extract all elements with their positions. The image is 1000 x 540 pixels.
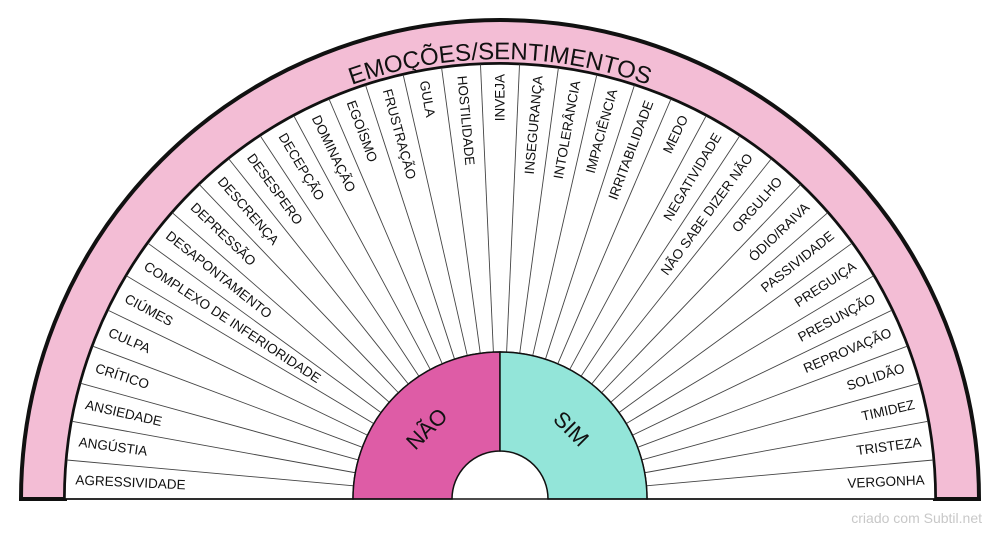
spoke <box>293 115 431 370</box>
spoke <box>66 459 354 487</box>
spoke <box>557 98 672 365</box>
spoke <box>147 242 382 413</box>
spoke <box>644 420 929 474</box>
spoke <box>618 242 853 413</box>
spoke <box>646 459 934 487</box>
spoke <box>601 184 801 394</box>
spoke <box>480 64 494 353</box>
emotion-label[interactable]: AGRESSIVIDADE <box>75 472 186 492</box>
spoke <box>532 74 598 356</box>
spoke <box>441 67 481 354</box>
spoke <box>637 345 908 448</box>
spoke <box>92 345 363 448</box>
no-sector[interactable] <box>352 351 501 500</box>
spoke <box>228 158 409 385</box>
spoke <box>625 275 874 424</box>
spoke <box>580 135 741 377</box>
spoke <box>402 74 468 356</box>
spoke <box>199 184 399 394</box>
spokes <box>66 64 934 487</box>
credit-text: criado com Subtil.net <box>851 510 982 526</box>
spoke <box>328 98 443 365</box>
emotion-label[interactable]: INVEJA <box>493 74 508 121</box>
emotion-label[interactable]: GULA <box>417 79 438 118</box>
spoke <box>506 64 520 353</box>
yes-sector[interactable] <box>499 351 648 500</box>
spoke <box>80 382 359 461</box>
spoke <box>107 309 368 436</box>
spoke <box>519 67 559 354</box>
spoke <box>126 275 375 424</box>
spoke <box>641 382 920 461</box>
spoke <box>71 420 356 474</box>
spoke <box>610 212 828 403</box>
spoke <box>172 212 390 403</box>
spoke <box>591 158 772 385</box>
spoke <box>365 85 455 360</box>
spoke <box>259 135 420 377</box>
spoke <box>632 309 893 436</box>
spoke <box>569 115 707 370</box>
spoke <box>545 85 635 360</box>
emotion-label[interactable]: VERGONHA <box>847 472 925 490</box>
